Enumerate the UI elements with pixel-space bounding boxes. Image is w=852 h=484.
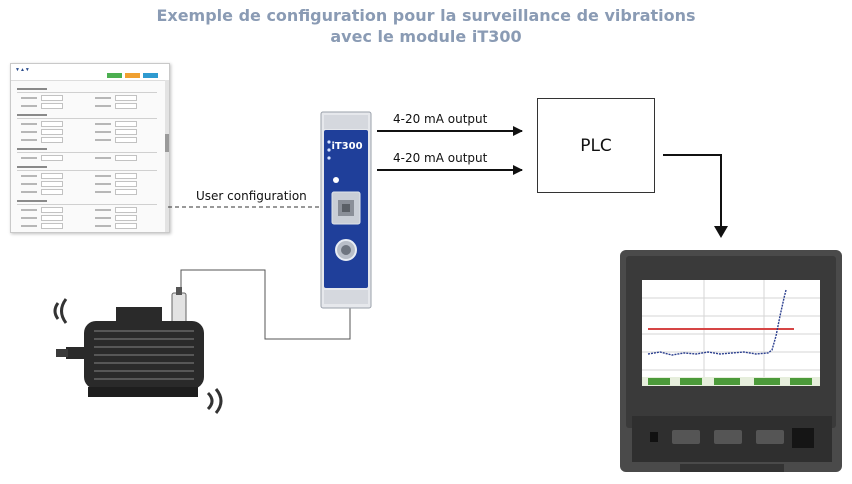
- config-field-label: [95, 191, 111, 193]
- softkey-icon: [790, 378, 812, 385]
- softkey-icon: [648, 378, 670, 385]
- config-section-heading: [17, 166, 47, 168]
- config-blue-button-icon: [143, 73, 158, 78]
- status-led-icon: [327, 140, 331, 144]
- config-section-heading: [17, 200, 47, 202]
- vibration-wave-icon: [206, 391, 214, 411]
- status-light-icon: [333, 177, 339, 183]
- config-field-label: [21, 131, 37, 133]
- config-section-heading: [17, 148, 47, 150]
- config-field-label: [21, 225, 37, 227]
- config-divider: [17, 204, 157, 205]
- softkey-icon: [680, 378, 702, 385]
- config-field-input: [41, 95, 63, 101]
- config-field-label: [95, 105, 111, 107]
- config-field-label: [95, 175, 111, 177]
- config-field-label: [95, 183, 111, 185]
- config-field-label: [95, 131, 111, 133]
- config-divider: [17, 170, 157, 171]
- sensor-cable: [180, 269, 351, 340]
- config-section-heading: [17, 88, 47, 90]
- config-field-label: [21, 105, 37, 107]
- diagram-title-line-2: avec le module iT300: [330, 27, 522, 46]
- config-field-label: [95, 97, 111, 99]
- config-field-input: [115, 189, 137, 195]
- config-field-label: [21, 175, 37, 177]
- config-field-input: [41, 155, 63, 161]
- brand-logo-icon: ▼▲▼: [15, 67, 30, 73]
- config-field-input: [41, 223, 63, 229]
- config-field-label: [21, 183, 37, 185]
- plc-label: PLC: [580, 135, 612, 156]
- config-field-input: [115, 137, 137, 143]
- config-orange-button-icon: [125, 73, 140, 78]
- plc-box: PLC: [537, 98, 655, 193]
- status-led-icon: [327, 156, 331, 160]
- config-field-input: [41, 181, 63, 187]
- config-header: ▼▲▼: [11, 64, 169, 81]
- connector-icon: [792, 428, 814, 448]
- config-section-heading: [17, 114, 47, 116]
- config-field-input: [115, 215, 137, 221]
- softkey-icon: [714, 378, 740, 385]
- config-field-input: [115, 95, 137, 101]
- usb-slot-icon: [756, 430, 784, 444]
- recorder-arrow-head: [714, 226, 728, 238]
- config-green-button-icon: [107, 73, 122, 78]
- config-field-label: [95, 157, 111, 159]
- config-field-label: [95, 209, 111, 211]
- config-field-label: [21, 191, 37, 193]
- status-led-icon: [327, 148, 331, 152]
- config-field-input: [41, 103, 63, 109]
- config-field-input: [41, 189, 63, 195]
- electric-motor-icon: [53, 287, 223, 414]
- config-field-input: [115, 103, 137, 109]
- usb-slot-icon: [714, 430, 742, 444]
- config-field-label: [95, 217, 111, 219]
- vibration-wave-icon: [53, 302, 60, 320]
- user-configuration-label: User configuration: [196, 189, 307, 203]
- config-divider: [17, 92, 157, 93]
- config-scrollbar: [165, 80, 169, 232]
- vibration-trend-line: [647, 289, 787, 356]
- configuration-software-screenshot: ▼▲▼: [10, 63, 170, 233]
- vibration-sensor-icon: [171, 292, 187, 324]
- config-field-label: [21, 97, 37, 99]
- power-switch-icon: [650, 432, 658, 442]
- config-field-input: [115, 223, 137, 229]
- config-divider: [17, 118, 157, 119]
- config-field-input: [41, 207, 63, 213]
- config-field-label: [21, 139, 37, 141]
- output-label-2: 4-20 mA output: [393, 151, 488, 165]
- config-field-label: [95, 123, 111, 125]
- config-field-input: [41, 215, 63, 221]
- output-label-1: 4-20 mA output: [393, 112, 488, 126]
- config-field-input: [115, 181, 137, 187]
- config-field-input: [115, 129, 137, 135]
- config-field-label: [21, 157, 37, 159]
- config-field-input: [115, 207, 137, 213]
- paperless-recorder: [620, 250, 842, 472]
- config-field-label: [21, 209, 37, 211]
- config-field-input: [41, 121, 63, 127]
- config-field-input: [41, 137, 63, 143]
- config-scrollbar-thumb: [165, 134, 169, 152]
- softkey-icon: [754, 378, 780, 385]
- diagram-title-line-1: Exemple de configuration pour la surveil…: [156, 6, 696, 25]
- config-field-label: [21, 123, 37, 125]
- config-field-input: [115, 155, 137, 161]
- config-field-label: [95, 139, 111, 141]
- config-divider: [17, 152, 157, 153]
- config-field-input: [41, 129, 63, 135]
- config-field-input: [115, 173, 137, 179]
- config-field-input: [41, 173, 63, 179]
- plc-to-recorder-link: [663, 154, 722, 231]
- it300-module: [320, 111, 372, 309]
- config-field-label: [95, 225, 111, 227]
- module-label: iT300: [331, 141, 363, 152]
- usb-slot-icon: [672, 430, 700, 444]
- config-field-input: [115, 121, 137, 127]
- config-field-label: [21, 217, 37, 219]
